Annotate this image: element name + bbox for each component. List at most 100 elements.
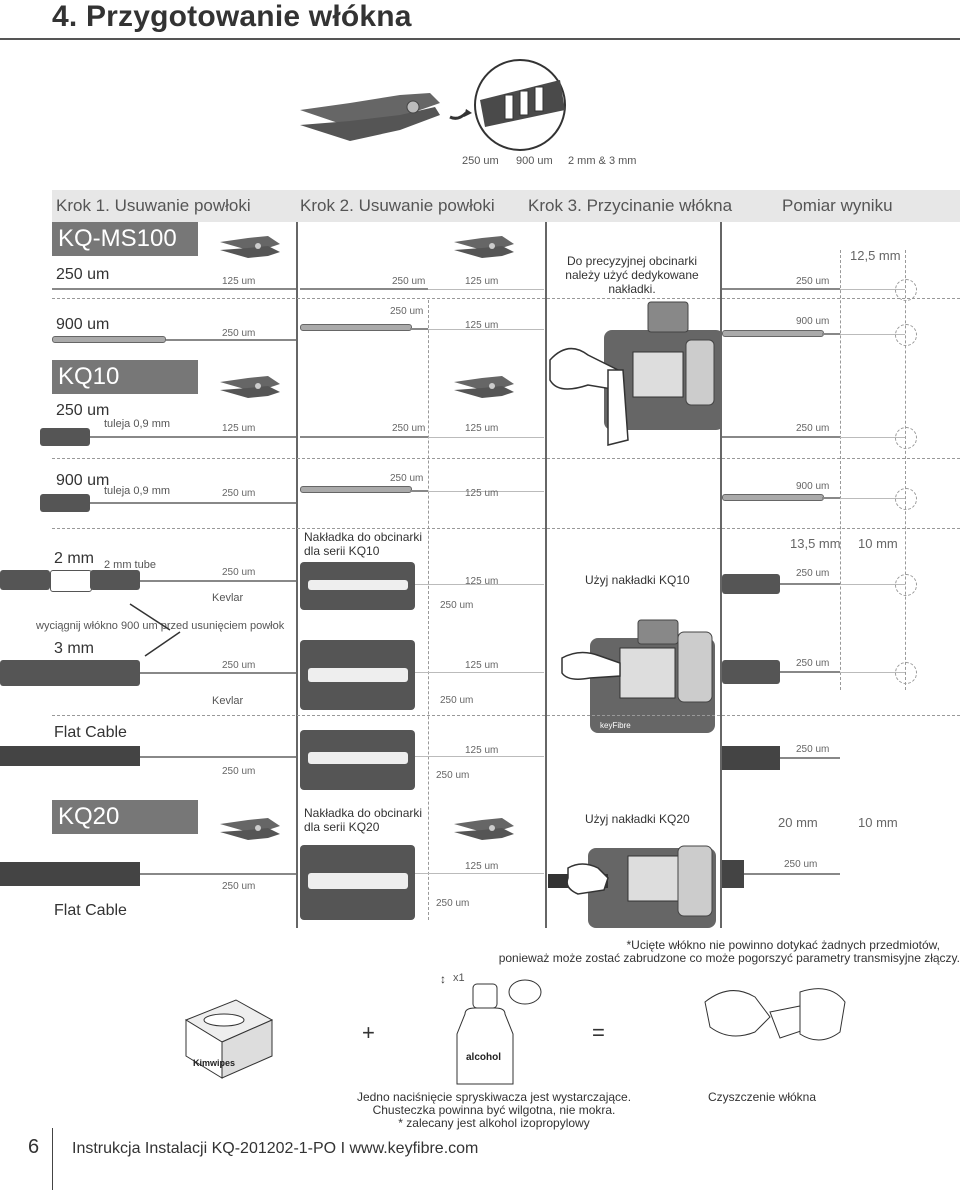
measure-circle bbox=[895, 662, 917, 684]
label-250um: 250 um bbox=[436, 898, 470, 909]
tuleja-label: tuleja 0,9 mm bbox=[104, 418, 171, 430]
kq20-adapter bbox=[300, 845, 415, 920]
row-divider bbox=[52, 715, 960, 716]
label-250um: 250 um bbox=[392, 276, 426, 287]
fiber-cleaning-label: Czyszczenie włókna bbox=[707, 1090, 817, 1104]
kevlar-label: Kevlar bbox=[212, 592, 244, 604]
label-125um: 125 um bbox=[222, 276, 256, 287]
label-250um: 250 um bbox=[222, 567, 256, 578]
sleeve-09mm bbox=[40, 494, 90, 512]
flat-cable bbox=[722, 860, 744, 888]
label-125um: 125 um bbox=[465, 576, 499, 587]
bare-fiber-line bbox=[840, 289, 905, 290]
svg-text:keyFibre: keyFibre bbox=[600, 721, 631, 730]
row-flat-cable-kq20: Flat Cable bbox=[54, 902, 127, 919]
kq10-adapter-note: Nakładka do obcinarki dla serii KQ10 bbox=[304, 530, 423, 558]
label-250um: 250 um bbox=[222, 766, 256, 777]
cable-2mm bbox=[90, 570, 140, 590]
page-number: 6 bbox=[28, 1136, 40, 1158]
fiber-line bbox=[52, 288, 296, 290]
column-divider-1 bbox=[296, 222, 298, 928]
bare-fiber-line bbox=[415, 672, 544, 673]
stripper-icon bbox=[454, 376, 514, 398]
measure-guide-line bbox=[840, 250, 841, 690]
bare-fiber-line bbox=[428, 289, 544, 290]
stripper-icon bbox=[454, 236, 514, 258]
bare-fiber-line bbox=[415, 756, 544, 757]
label-250um: 250 um bbox=[784, 859, 818, 870]
fiber-line bbox=[140, 672, 296, 674]
label-250um: 250 um bbox=[440, 695, 474, 706]
row-divider bbox=[52, 528, 960, 529]
size-900: 900 um bbox=[516, 155, 553, 167]
fiber-900-coated bbox=[722, 330, 824, 337]
kimwipes-brand: Kimwipes bbox=[193, 1058, 236, 1068]
label-125um: 125 um bbox=[465, 276, 499, 287]
section-kq20: KQ20 bbox=[52, 800, 198, 834]
bare-fiber-line bbox=[840, 498, 905, 499]
kevlar-label: Kevlar bbox=[212, 695, 244, 707]
cleaver-kq20 bbox=[548, 845, 716, 928]
label-900um: 900 um bbox=[796, 481, 830, 492]
measure-10mm: 10 mm bbox=[858, 815, 898, 830]
alcohol-label: alcohol bbox=[466, 1052, 502, 1063]
label-250um: 250 um bbox=[390, 306, 424, 317]
row-divider bbox=[52, 458, 960, 459]
label-125um: 125 um bbox=[222, 423, 256, 434]
pull-fiber-note: wyciągnij włókno 900 um przed usunięciem… bbox=[36, 620, 285, 632]
row-3mm: 3 mm bbox=[54, 640, 94, 657]
kq10-adapter bbox=[300, 640, 415, 710]
fiber-line bbox=[722, 288, 840, 290]
measure-header: Pomiar wyniku bbox=[782, 196, 893, 215]
measure-20mm: 20 mm bbox=[778, 815, 818, 830]
measure-circle bbox=[895, 488, 917, 510]
arrow-icon bbox=[129, 603, 181, 657]
row-900um: 900 um bbox=[56, 316, 110, 333]
precision-note: Do precyzyjnej obcinarki należy użyć ded… bbox=[565, 254, 699, 296]
label-125um: 125 um bbox=[465, 861, 499, 872]
kq10-adapter bbox=[300, 562, 415, 610]
use-kq20-note: Użyj nakładki KQ20 bbox=[585, 812, 690, 826]
tube-2mm-label: 2 mm tube bbox=[104, 559, 156, 571]
fiber-line bbox=[722, 436, 840, 438]
label-250um: 250 um bbox=[796, 568, 830, 579]
measure-circle bbox=[895, 427, 917, 449]
section-kq10: KQ10 bbox=[52, 360, 198, 394]
label-125um: 125 um bbox=[465, 745, 499, 756]
kq10-adapter bbox=[300, 730, 415, 790]
sleeve-09mm bbox=[40, 428, 90, 446]
bare-fiber-line bbox=[415, 584, 544, 585]
bare-fiber-line bbox=[840, 672, 905, 673]
spray-note-1: Jedno naciśnięcie spryskiwacza jest wyst… bbox=[356, 1090, 632, 1104]
flat-cable bbox=[0, 862, 140, 886]
cable-3mm bbox=[722, 660, 780, 684]
section-kqms100: KQ-MS100 bbox=[52, 222, 198, 256]
fiber-line bbox=[140, 756, 296, 758]
label-250um: 250 um bbox=[222, 881, 256, 892]
title-rule bbox=[0, 38, 960, 40]
fiber-line bbox=[744, 873, 840, 875]
fiber-line bbox=[140, 580, 296, 582]
fiber-line bbox=[140, 873, 296, 875]
label-250um: 250 um bbox=[796, 744, 830, 755]
cleaver-kq10: keyFibre bbox=[561, 619, 715, 733]
bare-fiber-line bbox=[840, 437, 905, 438]
spray-count: x1 bbox=[453, 972, 465, 984]
measure-circle bbox=[895, 324, 917, 346]
bare-fiber-line bbox=[428, 491, 544, 492]
fiber-line bbox=[166, 339, 296, 341]
press-arrow-icon: ↕ bbox=[440, 972, 446, 986]
fiber-900-coated bbox=[300, 324, 412, 331]
step-3-header: Krok 3. Przycinanie włókna bbox=[528, 196, 733, 215]
fiber-line bbox=[410, 328, 428, 330]
fiber-line bbox=[300, 436, 428, 438]
label-250um: 250 um bbox=[390, 473, 424, 484]
column-divider-2 bbox=[545, 222, 547, 928]
alcohol-bottle bbox=[456, 979, 542, 1085]
label-250um: 250 um bbox=[796, 423, 830, 434]
label-125um: 125 um bbox=[465, 320, 499, 331]
cable-3mm bbox=[0, 660, 140, 686]
column-divider-3 bbox=[720, 222, 722, 928]
step-header-band bbox=[52, 190, 960, 222]
strip-guide-line bbox=[428, 300, 429, 920]
